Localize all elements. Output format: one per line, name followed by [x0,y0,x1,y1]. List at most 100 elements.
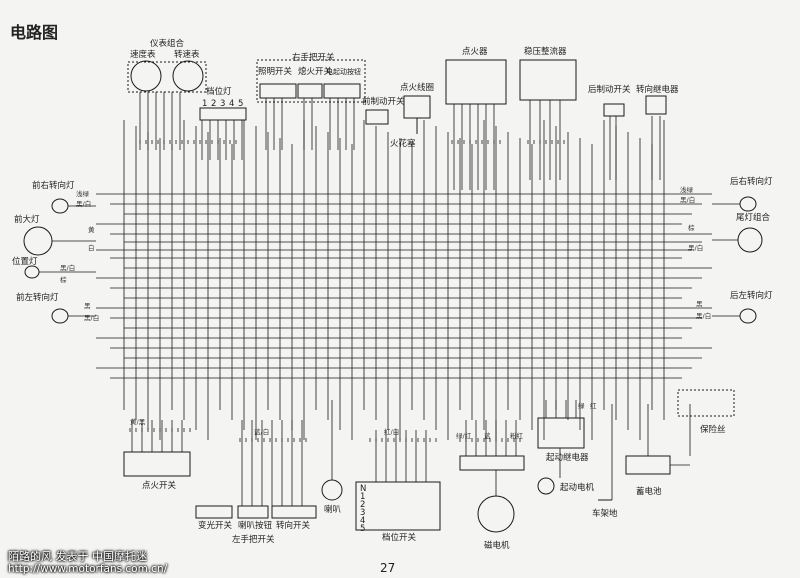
gear-digit-3: 3 [220,99,225,109]
magneto-connector [459,455,525,471]
position-light-label: 位置灯 [12,256,38,267]
rear-left-turn-lamp-icon [739,308,757,324]
turn-relay-box [645,95,667,115]
gear-digit-1: 1 [202,99,207,109]
kill-switch-connector [297,83,323,99]
turn-switch-label: 转向开关 [276,520,311,531]
headlight-label: 前大灯 [14,214,40,225]
horn-button-grid [237,505,269,519]
gear-digit-2: 2 [211,99,216,109]
spark-plug-label: 火花塞 [390,138,416,149]
wire-label-greenred: 绿/红 [456,431,472,440]
instrument-cluster-frame [127,61,207,93]
headlight-icon [23,226,53,256]
tail-light-icon [737,227,763,253]
diagram-title: 电路图 [10,23,58,42]
ignition-coil-box [403,95,431,119]
turn-relay-label: 转向继电器 [636,84,679,95]
wire-label-lightgreen-left: 浅绿 [76,189,90,198]
watermark-line-2: http://www.motorfans.com.cn/ [8,563,168,575]
left-handlebar-label: 左手把开关 [232,534,275,545]
gear-switch-grid [355,481,441,531]
gear-pos-1: 1 [360,492,365,502]
tail-light-label: 尾灯组合 [736,212,771,223]
right-handlebar-label: 右手把开关 [292,52,335,63]
regulator-rectifier-box [519,59,577,101]
rear-brake-label: 后制动开关 [588,84,631,95]
battery-icon [625,455,671,475]
light-switch-label: 照明开关 [258,66,293,77]
front-brake-switch-box [365,109,389,125]
wire-label-blackwhite-fl: 黑/白 [84,313,99,322]
wire-label-brown-pos: 棕 [60,275,67,284]
gear-pos-n: N [360,484,366,494]
start-relay-box [537,417,585,449]
magneto-label: 磁电机 [484,540,510,551]
gear-pos-4: 4 [360,516,365,526]
starter-motor-icon [537,477,555,495]
position-lamp-icon [24,265,40,279]
magneto-icon [477,495,515,533]
gear-switch-label: 档位开关 [382,532,417,543]
horn-button-label: 喇叭按钮 [238,520,273,531]
tachometer-icon [172,60,204,92]
rear-brake-switch-box [603,103,625,117]
instrument-cluster-label: 仪表组合 [150,38,185,49]
ignition-coil-label: 点火线圈 [400,82,434,93]
wire-label-black-rl: 黑 [696,300,703,308]
start-button-label: 电起动按钮 [326,67,361,76]
light-switch-connector [259,83,297,99]
tachometer-label: 转速表 [174,49,200,60]
start-relay-label: 起动继电器 [546,452,589,463]
ignition-switch-label: 点火开关 [142,480,177,491]
labels: 电路图 仪表组合 速度表 转速表 档位灯 1 2 3 4 5 右手把开关 照明开… [10,23,773,575]
rear-right-turn-label: 后右转向灯 [730,176,773,187]
rear-left-turn-label: 后左转向灯 [730,290,773,301]
front-left-turn-lamp-icon [51,308,69,324]
wire-label-green: 绿 [578,401,585,410]
front-right-turn-lamp-icon [51,198,69,214]
wire-label-red: 红 [590,401,597,410]
page-number: 27 [380,561,395,575]
wire-label-lightgreen-right: 浅绿 [680,185,694,194]
wire-label-redwhite: 红/白 [384,427,399,436]
speedometer-icon [130,60,162,92]
start-button-connector [323,83,361,99]
rear-right-turn-lamp-icon [739,196,757,212]
wire-label-white-left: 白 [88,243,95,252]
wire-label-brown-tail: 棕 [688,223,695,232]
watermark-line-1: 陌路的风 发表于 中国摩托迷 [8,550,147,563]
gear-indicator-box [199,107,247,121]
front-brake-label: 前制动开关 [362,96,405,107]
dimmer-switch-grid [195,505,233,519]
gear-digit-4: 4 [229,99,234,109]
starter-motor-label: 起动电机 [560,482,595,493]
wire-harness [39,92,740,506]
wire-label-yellowblack: 黄/黑 [130,417,146,426]
fuse-box [677,389,735,417]
right-handlebar-frame [256,59,366,103]
frame-ground-label: 车架地 [592,508,618,519]
components-layer [23,59,763,533]
speedometer-label: 速度表 [130,49,156,60]
turn-switch-grid [271,505,317,519]
front-right-turn-label: 前右转向灯 [32,180,75,191]
gear-indicator-label: 档位灯 [206,86,232,97]
wire-label-black-fl: 黑 [84,302,91,310]
wire-label-pinkred: 粉红 [510,431,524,440]
gear-pos-5: 5 [360,524,365,534]
wire-label-blackwhite-pos: 黑/白 [60,263,75,272]
front-left-turn-label: 前左转向灯 [16,292,59,303]
wire-label-blackwhite-rl: 黑/白 [696,311,711,320]
wire-label-blackwhite-tail: 黑/白 [688,243,703,252]
wire-label-blackwhite-right: 黑/白 [680,195,695,204]
igniter-box [445,59,507,105]
wire-label-blue: 蓝 [484,431,491,440]
igniter-label: 点火器 [462,47,488,57]
gear-pos-3: 3 [360,508,365,518]
horn-icon [321,479,343,501]
horn-label: 喇叭 [324,504,342,515]
gear-pos-2: 2 [360,500,365,510]
regulator-label: 稳压整流器 [524,46,567,57]
